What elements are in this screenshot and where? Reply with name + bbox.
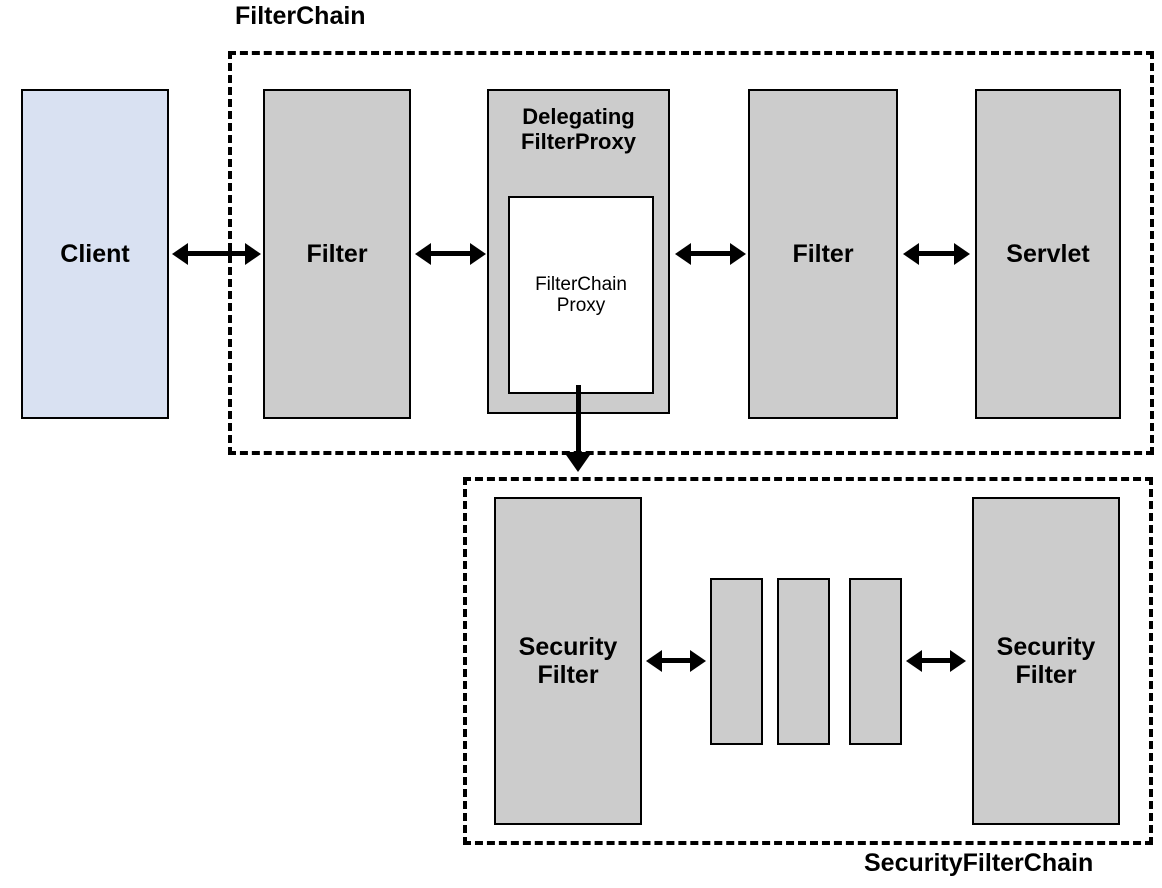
arrowhead-right-icon (690, 650, 706, 672)
connector-line (186, 251, 248, 256)
node-security-filter-2-label-line1: Security (996, 633, 1096, 661)
arrowhead-right-icon (950, 650, 966, 672)
node-filter-chain-proxy[interactable]: FilterChain Proxy (508, 196, 654, 394)
node-filter-2[interactable]: Filter (748, 89, 898, 419)
node-security-filter-2-label-line2: Filter (1015, 661, 1077, 689)
node-filter-chain-proxy-label-line2: Proxy (556, 295, 606, 316)
arrowhead-left-icon (675, 243, 691, 265)
filter-chain-group-label: FilterChain (235, 2, 366, 30)
node-delegating-filter-proxy[interactable]: Delegating FilterProxy FilterChain Proxy (487, 89, 670, 414)
arrowhead-left-icon (646, 650, 662, 672)
node-client-label: Client (60, 240, 130, 268)
arrowhead-right-icon (245, 243, 261, 265)
connector-line (689, 251, 733, 256)
node-filter-chain-proxy-label-line1: FilterChain (535, 273, 627, 295)
security-filter-chain-group-label: SecurityFilterChain (864, 849, 1094, 877)
node-delegating-filter-proxy-title: Delegating FilterProxy (489, 104, 668, 154)
node-filter-1-label: Filter (306, 240, 368, 268)
connector-line (660, 658, 692, 663)
node-servlet-label: Servlet (1006, 240, 1090, 268)
arrowhead-left-icon (415, 243, 431, 265)
arrowhead-left-icon (906, 650, 922, 672)
connector-line (576, 385, 581, 461)
node-security-filter-1-label-line1: Security (518, 633, 618, 661)
security-filter-chain-group-box (463, 477, 1153, 845)
arrowhead-down-icon (564, 452, 592, 472)
connector-line (920, 658, 952, 663)
node-client[interactable]: Client (21, 89, 169, 419)
arrowhead-right-icon (730, 243, 746, 265)
node-servlet[interactable]: Servlet (975, 89, 1121, 419)
arrowhead-right-icon (470, 243, 486, 265)
connector-line (917, 251, 957, 256)
node-security-filter-1-label-line2: Filter (537, 661, 599, 689)
node-delegating-filter-proxy-label-line1: Delegating (522, 104, 635, 129)
connector-line (429, 251, 473, 256)
arrowhead-left-icon (172, 243, 188, 265)
arrowhead-left-icon (903, 243, 919, 265)
node-security-filter-1[interactable]: Security Filter (494, 497, 642, 825)
node-delegating-filter-proxy-label-line2: FilterProxy (521, 128, 636, 154)
node-anon-filter-2[interactable] (777, 578, 830, 745)
node-filter-1[interactable]: Filter (263, 89, 411, 419)
node-filter-2-label: Filter (792, 240, 854, 268)
arrowhead-right-icon (954, 243, 970, 265)
node-security-filter-2[interactable]: Security Filter (972, 497, 1120, 825)
node-anon-filter-1[interactable] (710, 578, 763, 745)
node-anon-filter-3[interactable] (849, 578, 902, 745)
